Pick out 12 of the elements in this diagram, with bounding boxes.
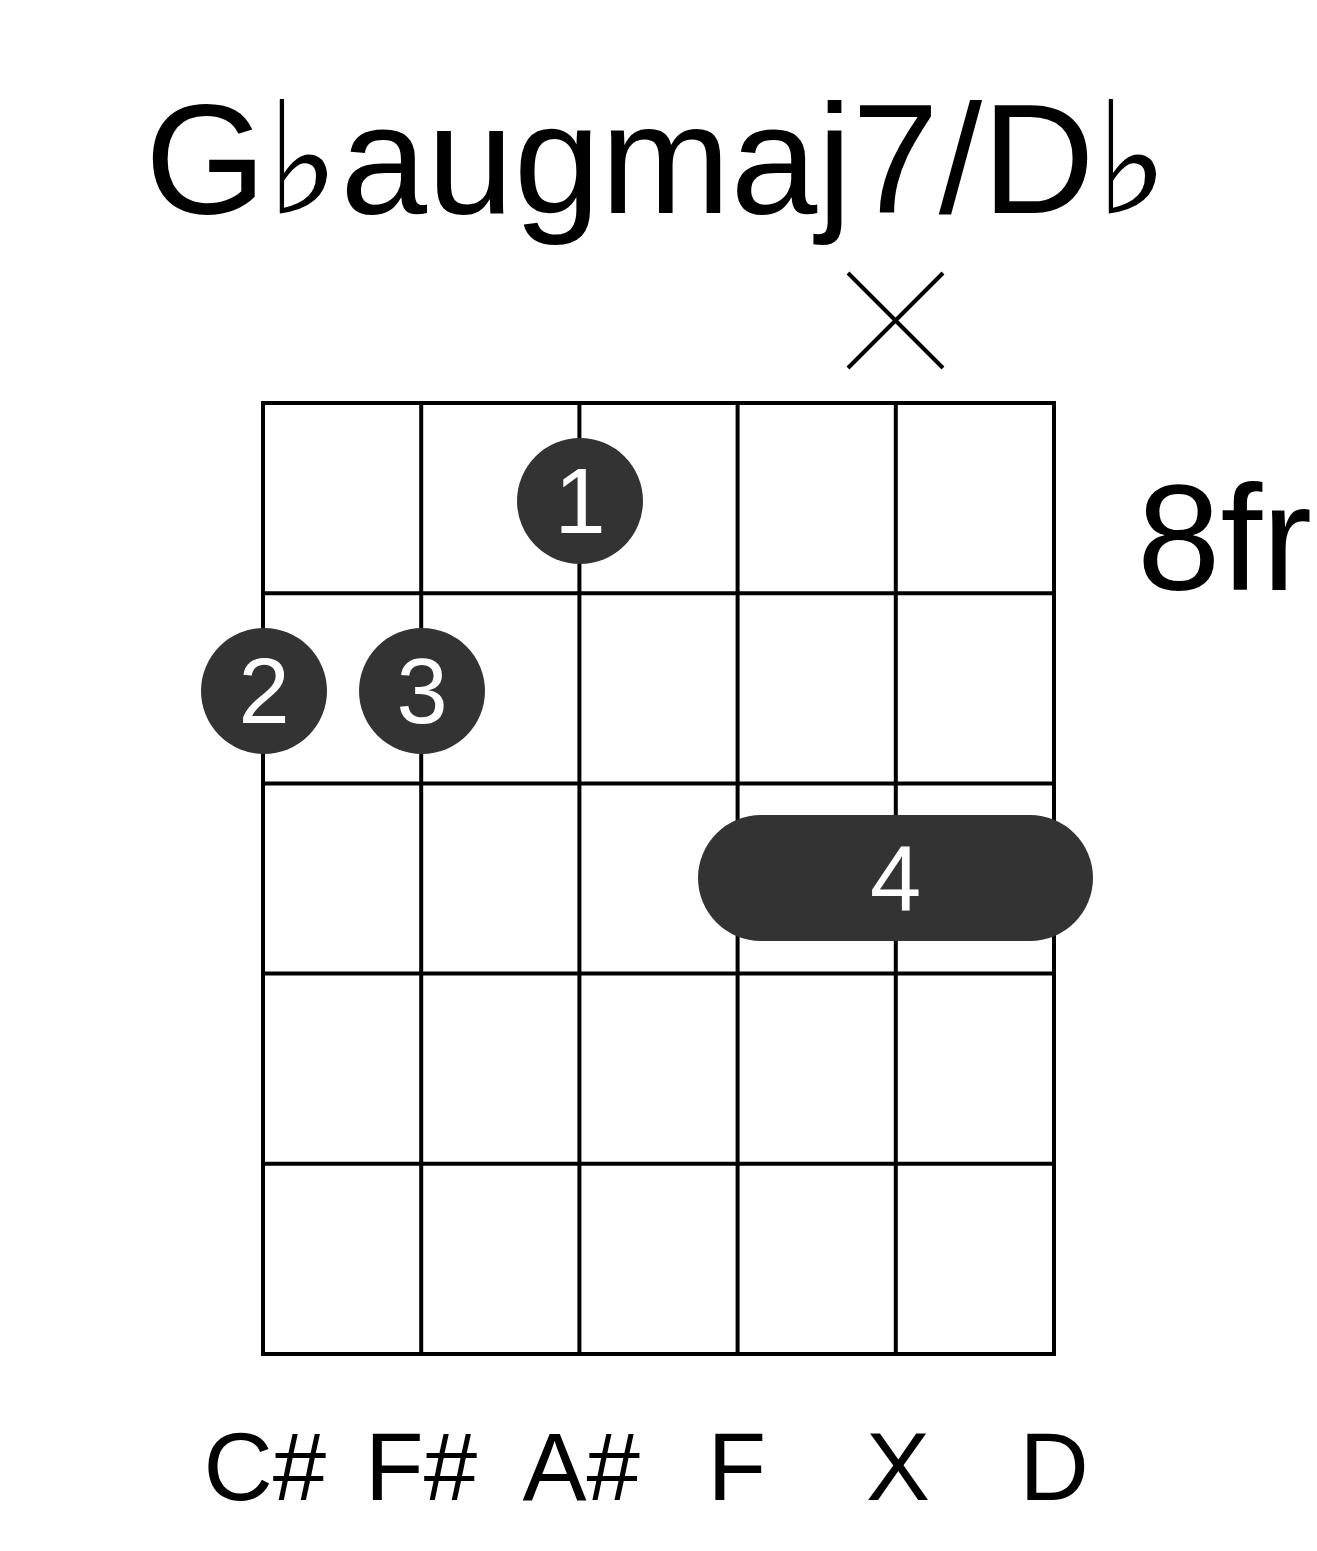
barre-bar: 4 bbox=[698, 815, 1093, 941]
string-note-label: X bbox=[866, 1419, 931, 1515]
finger-dot: 3 bbox=[359, 628, 485, 754]
string-note-label: F# bbox=[365, 1419, 478, 1515]
finger-dot: 2 bbox=[201, 628, 327, 754]
string-note-label: F bbox=[707, 1419, 767, 1515]
string-note-label: C# bbox=[203, 1419, 327, 1515]
string-note-label: D bbox=[1019, 1419, 1089, 1515]
fret-number-label: 8fr bbox=[1137, 463, 1313, 613]
chord-title: G♭augmaj7/D♭ bbox=[145, 71, 1169, 248]
string-note-label: A# bbox=[522, 1419, 640, 1515]
finger-dot: 1 bbox=[517, 438, 643, 564]
